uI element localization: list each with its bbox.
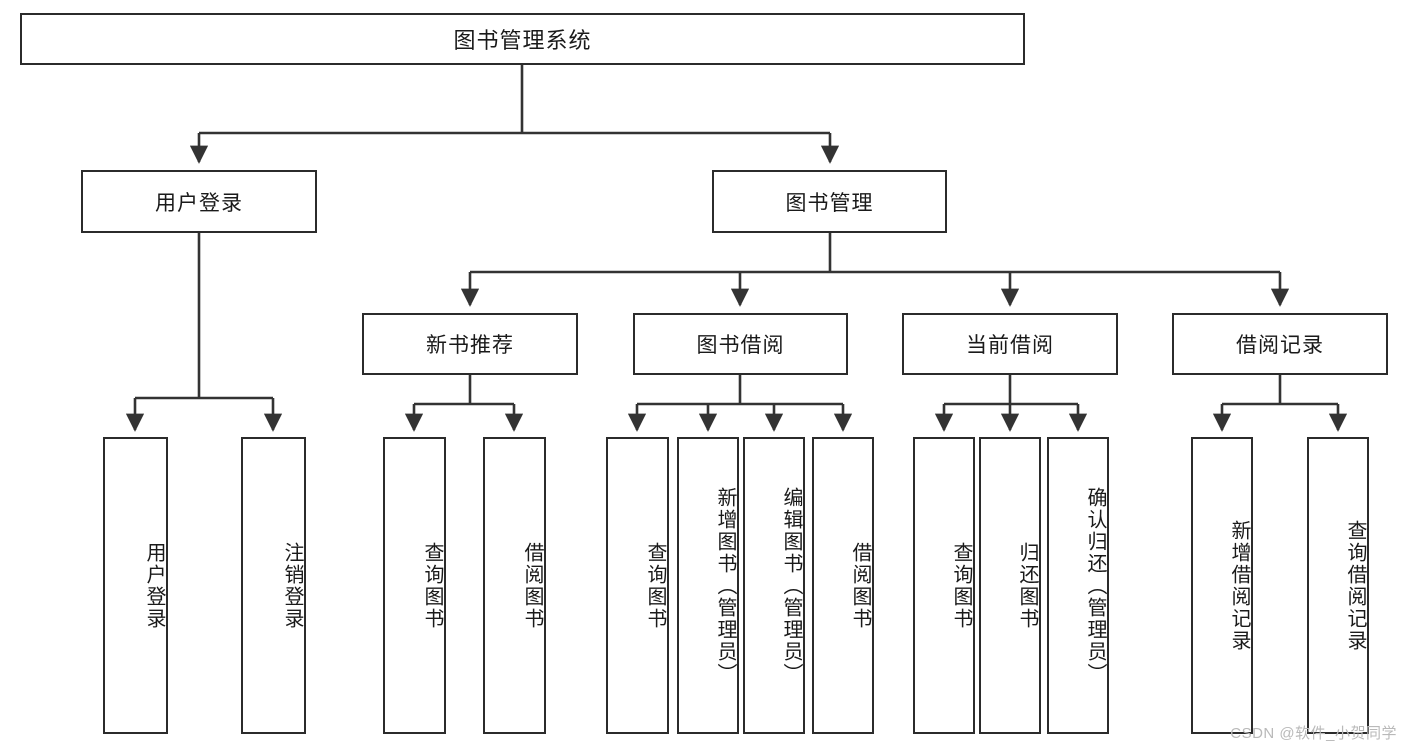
- leaf-borrow-query-book[interactable]: 查询图书: [606, 437, 669, 734]
- node-book-borrow[interactable]: 图书借阅: [633, 313, 848, 375]
- leaf-user-login-logout[interactable]: 注销登录: [241, 437, 306, 734]
- csdn-watermark: CSDN @软件_小贺同学: [1230, 725, 1397, 742]
- leaf-borrow-edit-book-admin[interactable]: 编辑图书（管理员）: [743, 437, 805, 734]
- leaf-record-add-borrow-record[interactable]: 新增借阅记录: [1191, 437, 1253, 734]
- node-root-book-management-system[interactable]: 图书管理系统: [20, 13, 1025, 65]
- node-user-login[interactable]: 用户登录: [81, 170, 317, 233]
- node-current-borrow[interactable]: 当前借阅: [902, 313, 1118, 375]
- leaf-new-book-query[interactable]: 查询图书: [383, 437, 446, 734]
- leaf-record-query-borrow-record[interactable]: 查询借阅记录: [1307, 437, 1369, 734]
- leaf-current-return-book[interactable]: 归还图书: [979, 437, 1041, 734]
- leaf-current-query-book[interactable]: 查询图书: [913, 437, 975, 734]
- node-new-book-recommend[interactable]: 新书推荐: [362, 313, 578, 375]
- leaf-borrow-borrow-book[interactable]: 借阅图书: [812, 437, 874, 734]
- leaf-borrow-add-book-admin[interactable]: 新增图书（管理员）: [677, 437, 739, 734]
- node-borrow-record[interactable]: 借阅记录: [1172, 313, 1388, 375]
- leaf-user-login-login[interactable]: 用户登录: [103, 437, 168, 734]
- leaf-new-book-borrow[interactable]: 借阅图书: [483, 437, 546, 734]
- node-book-management[interactable]: 图书管理: [712, 170, 947, 233]
- leaf-current-confirm-return-admin[interactable]: 确认归还（管理员）: [1047, 437, 1109, 734]
